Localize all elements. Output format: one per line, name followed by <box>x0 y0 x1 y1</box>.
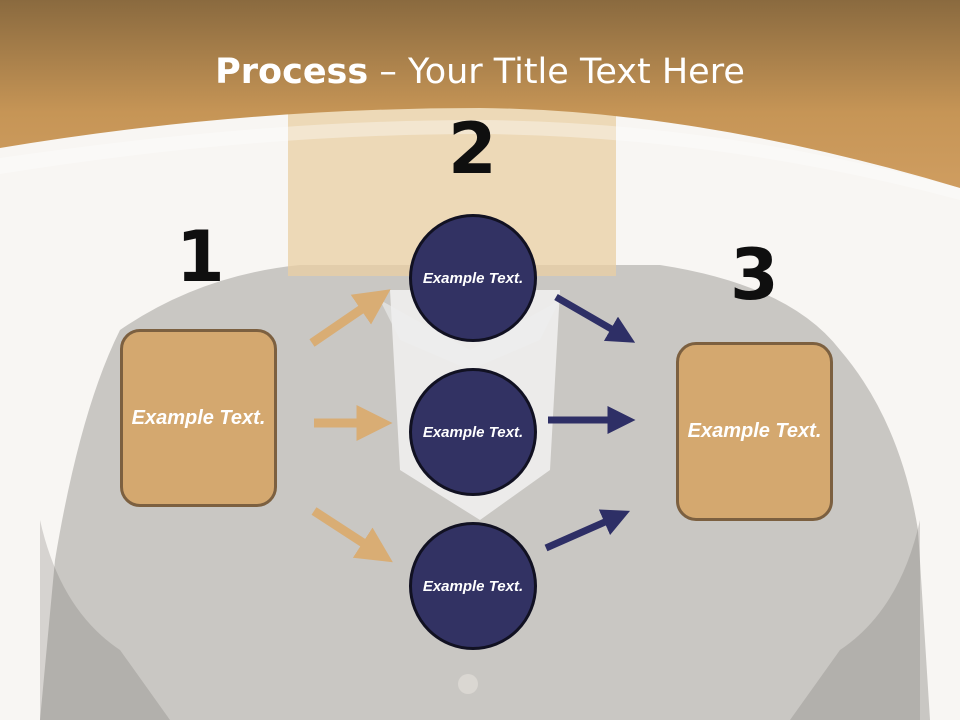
circle-top: Example Text. <box>409 214 537 342</box>
left-box-label: Example Text. <box>131 406 266 429</box>
step-number-2: 2 <box>448 108 497 190</box>
collar-shape <box>380 300 560 370</box>
left-box: Example Text. <box>120 329 277 507</box>
circle-bottom: Example Text. <box>409 522 537 650</box>
jacket-button <box>458 674 478 694</box>
page-title: Process – Your Title Text Here <box>0 52 960 92</box>
circle-middle: Example Text. <box>409 368 537 496</box>
header-highlight <box>0 120 960 200</box>
title-rest: – Your Title Text Here <box>368 52 745 92</box>
step-number-3: 3 <box>730 234 779 316</box>
header-band <box>0 0 960 188</box>
step-number-1: 1 <box>176 216 225 298</box>
circle-top-label: Example Text. <box>422 269 524 287</box>
title-bold: Process <box>215 52 369 92</box>
circle-bottom-label: Example Text. <box>422 577 524 595</box>
right-box-label: Example Text. <box>687 420 822 442</box>
left-arm-shape <box>40 520 170 720</box>
right-box: Example Text. <box>676 342 833 521</box>
circle-middle-label: Example Text. <box>422 423 524 441</box>
right-arm-shape <box>790 520 920 720</box>
